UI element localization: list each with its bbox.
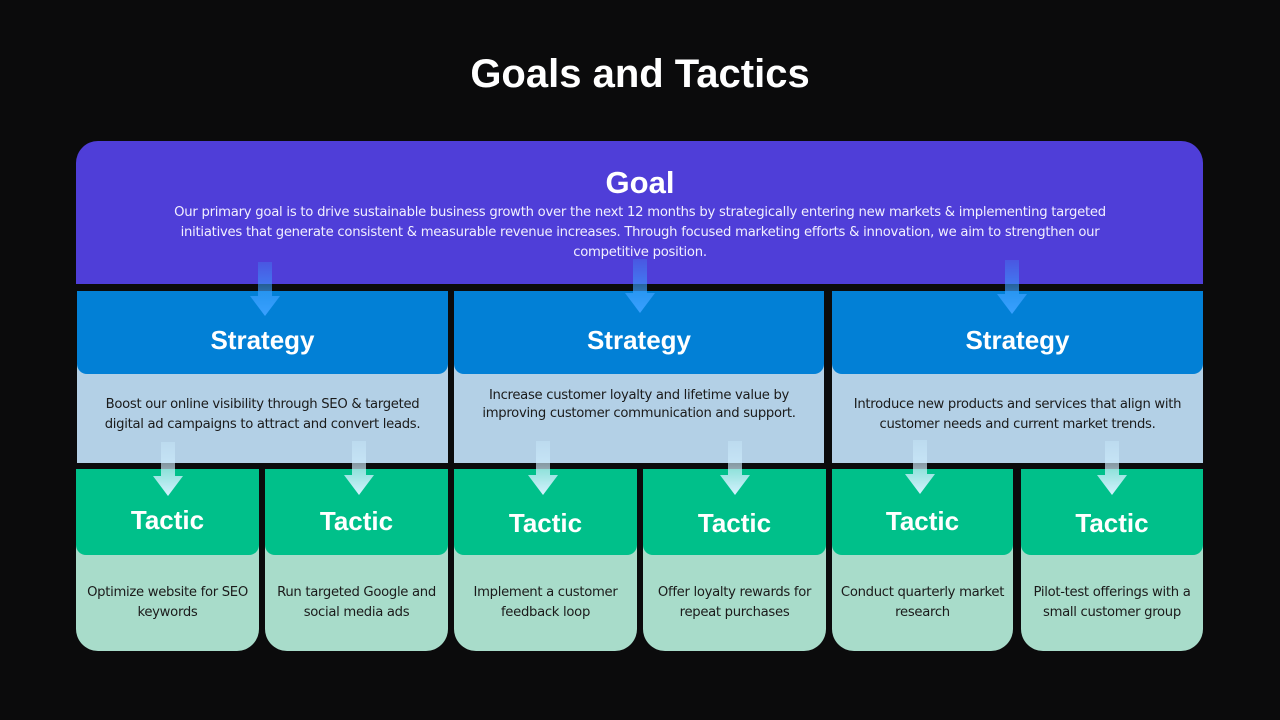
tactic-box-4: Tactic Offer loyalty rewards for repeat … (643, 469, 826, 651)
arrow-down-icon (528, 441, 558, 495)
tactic-description: Implement a customer feedback loop (473, 585, 618, 620)
tactic-box-6: Tactic Pilot-test offerings with a small… (1021, 469, 1203, 651)
arrow-down-icon (625, 259, 655, 313)
tactic-description: Conduct quarterly market research (840, 585, 1005, 620)
arrow-down-icon (905, 440, 935, 494)
tactic-description: Pilot-test offerings with a small custom… (1033, 585, 1191, 620)
tactic-header: Tactic (76, 469, 259, 555)
strategy-header: Strategy (832, 291, 1203, 374)
tactic-description: Run targeted Google and social media ads (277, 585, 436, 620)
arrow-down-icon (250, 262, 280, 316)
goal-description: Our primary goal is to drive sustainable… (174, 205, 1106, 260)
arrow-down-icon (153, 442, 183, 496)
strategy-description: Boost our online visibility through SEO … (104, 397, 421, 432)
strategy-description: Introduce new products and services that… (853, 397, 1182, 432)
arrow-down-icon (1097, 441, 1127, 495)
tactic-label: Tactic (319, 506, 394, 536)
tactic-label: Tactic (508, 508, 583, 538)
tactic-description: Offer loyalty rewards for repeat purchas… (657, 585, 812, 620)
strategy-description: Increase customer loyalty and lifetime v… (482, 388, 796, 421)
tactic-label: Tactic (1075, 508, 1149, 538)
strategy-label: Strategy (210, 325, 315, 355)
strategy-label: Strategy (965, 325, 1070, 355)
strategy-box-1: Strategy Boost our online visibility thr… (77, 291, 448, 463)
goal-heading: Goal (605, 165, 675, 200)
strategy-label: Strategy (586, 325, 692, 355)
arrow-down-icon (997, 260, 1027, 314)
tactic-box-1: Tactic Optimize website for SEO keywords (76, 469, 259, 651)
tactic-label: Tactic (130, 505, 205, 535)
tactic-label: Tactic (697, 508, 772, 538)
tactic-box-3: Tactic Implement a customer feedback loo… (454, 469, 637, 651)
page-title: Goals and Tactics (470, 52, 810, 96)
strategy-box-3: Strategy Introduce new products and serv… (832, 291, 1203, 463)
tactic-description: Optimize website for SEO keywords (87, 585, 248, 620)
arrow-down-icon (720, 441, 750, 495)
strategy-box-2: Strategy Increase customer loyalty and l… (454, 291, 824, 463)
strategy-header: Strategy (77, 291, 448, 374)
arrow-down-icon (344, 441, 374, 495)
tactic-label: Tactic (885, 506, 960, 536)
tactic-box-2: Tactic Run targeted Google and social me… (265, 469, 448, 651)
